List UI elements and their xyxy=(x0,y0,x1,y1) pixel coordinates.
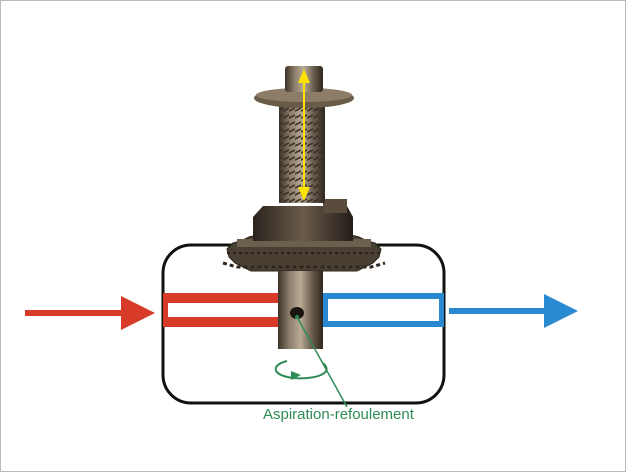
shaft-port xyxy=(290,307,304,319)
cam-pin xyxy=(323,199,347,213)
annotation-leader-line xyxy=(296,316,348,408)
inlet-channel xyxy=(163,293,278,327)
outlet-channel xyxy=(323,293,444,327)
annotation-label: Aspiration-refoulement xyxy=(263,406,414,423)
rotation-arrow-icon xyxy=(274,360,328,380)
shaft-collar xyxy=(253,206,353,241)
outlet-arrow-icon xyxy=(449,294,578,328)
inlet-arrow-icon xyxy=(25,296,155,330)
gear-wheel xyxy=(222,234,386,272)
axial-motion-arrow-icon xyxy=(298,69,310,201)
